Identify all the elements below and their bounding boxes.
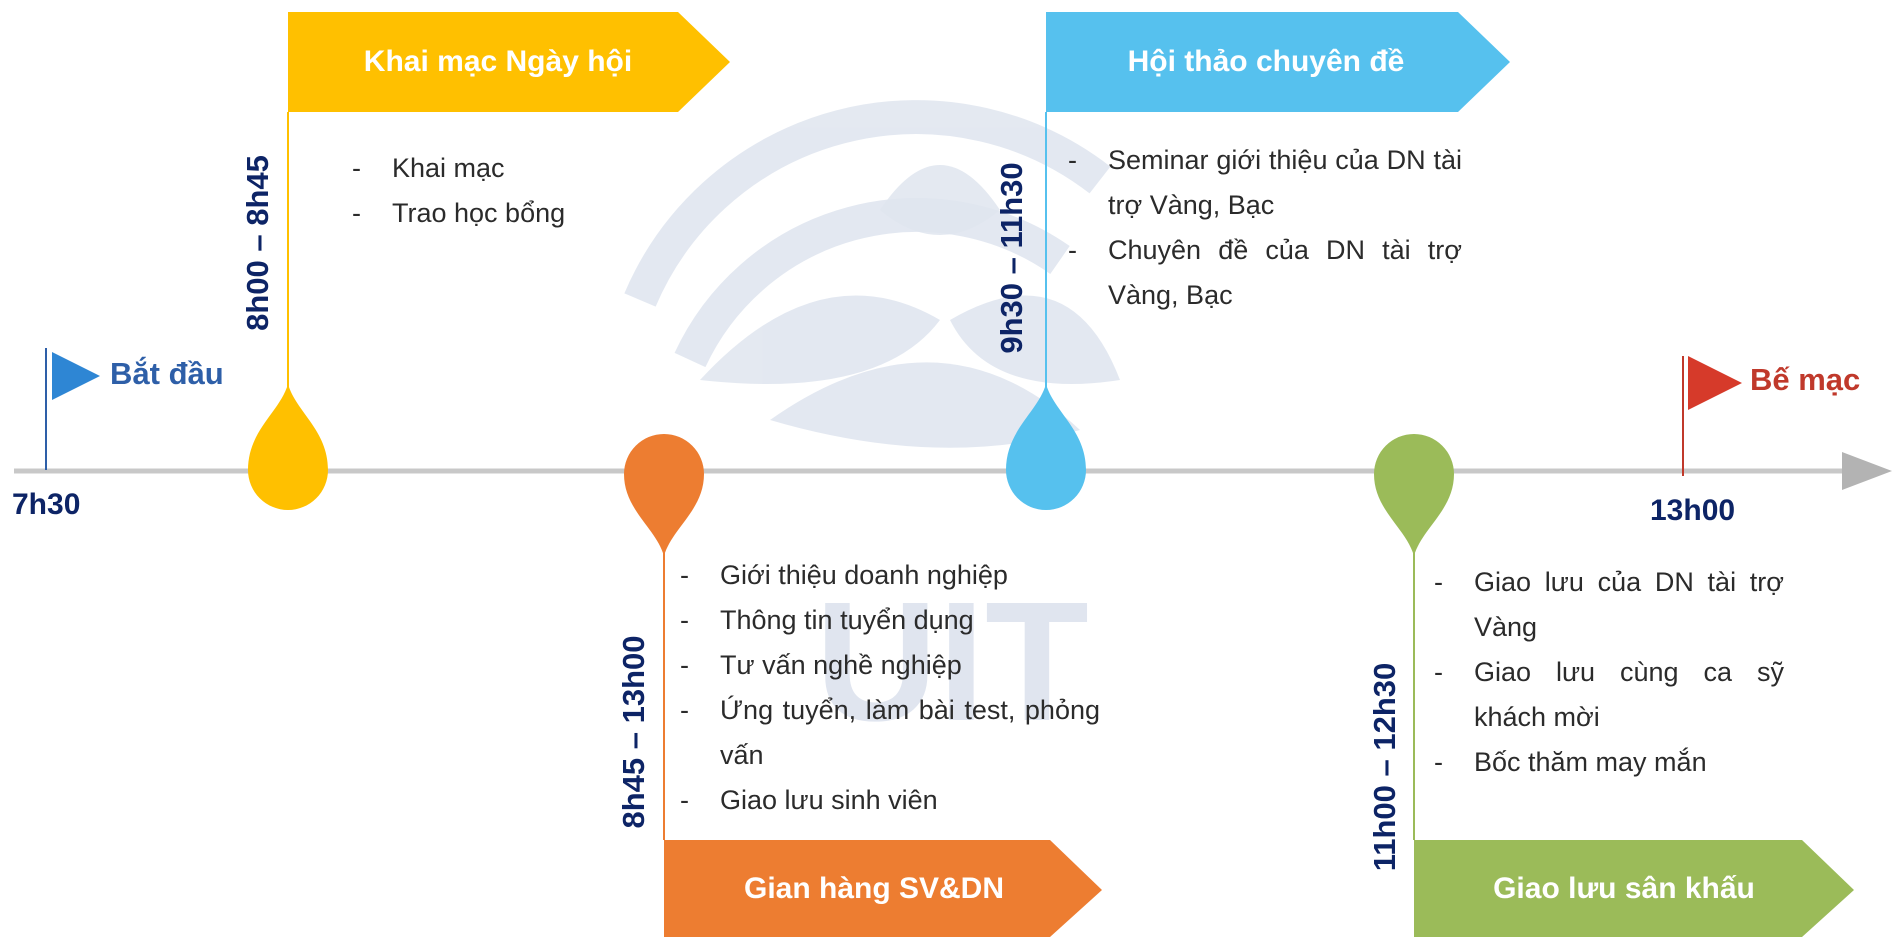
list-item: Chuyên đề của DN tài trợ Vàng, Bạc — [1068, 228, 1462, 318]
giao-luu-pin-icon — [1374, 434, 1454, 556]
list-item: Tư vấn nghề nghiệp — [680, 643, 1100, 688]
gian-hang-pin-icon — [624, 434, 704, 556]
khai-mac-banner-shape — [288, 12, 730, 112]
start-label: Bắt đầu — [110, 356, 224, 391]
hoi-thao-title: Hội thảo chuyên đề — [1127, 45, 1405, 78]
list-item: Khai mạc — [352, 146, 652, 191]
start-flag-icon — [52, 352, 100, 400]
khai-mac-pin-icon — [248, 384, 328, 510]
giao-luu-list: Giao lưu của DN tài trợ Vàng Giao lưu cù… — [1434, 560, 1784, 785]
hoi-thao-banner-shape — [1046, 12, 1510, 112]
khai-mac-list: Khai mạc Trao học bổng — [352, 146, 652, 236]
list-item: Giới thiệu doanh nghiệp — [680, 553, 1100, 598]
end-flag-icon — [1688, 356, 1742, 410]
hoi-thao-list: Seminar giới thiệu của DN tài trợ Vàng, … — [1068, 138, 1462, 318]
list-item: Seminar giới thiệu của DN tài trợ Vàng, … — [1068, 138, 1462, 228]
gian-hang-list: Giới thiệu doanh nghiệp Thông tin tuyển … — [680, 553, 1100, 823]
hoi-thao-time: 9h30 – 11h30 — [994, 162, 1029, 354]
hoi-thao-pin-icon — [1006, 384, 1086, 510]
list-item: Bốc thăm may mắn — [1434, 740, 1784, 785]
start-time: 7h30 — [12, 488, 81, 521]
end-time: 13h00 — [1650, 494, 1736, 527]
khai-mac-time: 8h00 – 8h45 — [240, 155, 275, 331]
giao-luu-time: 11h00 – 12h30 — [1367, 662, 1402, 872]
gian-hang-time: 8h45 – 13h00 — [616, 635, 651, 829]
axis-arrow-icon — [1842, 452, 1892, 490]
list-item: Ứng tuyển, làm bài test, phỏng vấn — [680, 688, 1100, 778]
giao-luu-banner-shape — [1414, 840, 1854, 937]
khai-mac-title: Khai mạc Ngày hội — [363, 45, 633, 78]
list-item: Thông tin tuyển dụng — [680, 598, 1100, 643]
gian-hang-banner-shape — [664, 840, 1102, 937]
giao-luu-title: Giao lưu sân khấu — [1493, 871, 1755, 905]
list-item: Giao lưu sinh viên — [680, 778, 1100, 823]
list-item: Trao học bổng — [352, 191, 652, 236]
list-item: Giao lưu cùng ca sỹ khách mời — [1434, 650, 1784, 740]
end-label: Bế mạc — [1750, 362, 1861, 397]
gian-hang-title: Gian hàng SV&DN — [743, 871, 1005, 905]
list-item: Giao lưu của DN tài trợ Vàng — [1434, 560, 1784, 650]
